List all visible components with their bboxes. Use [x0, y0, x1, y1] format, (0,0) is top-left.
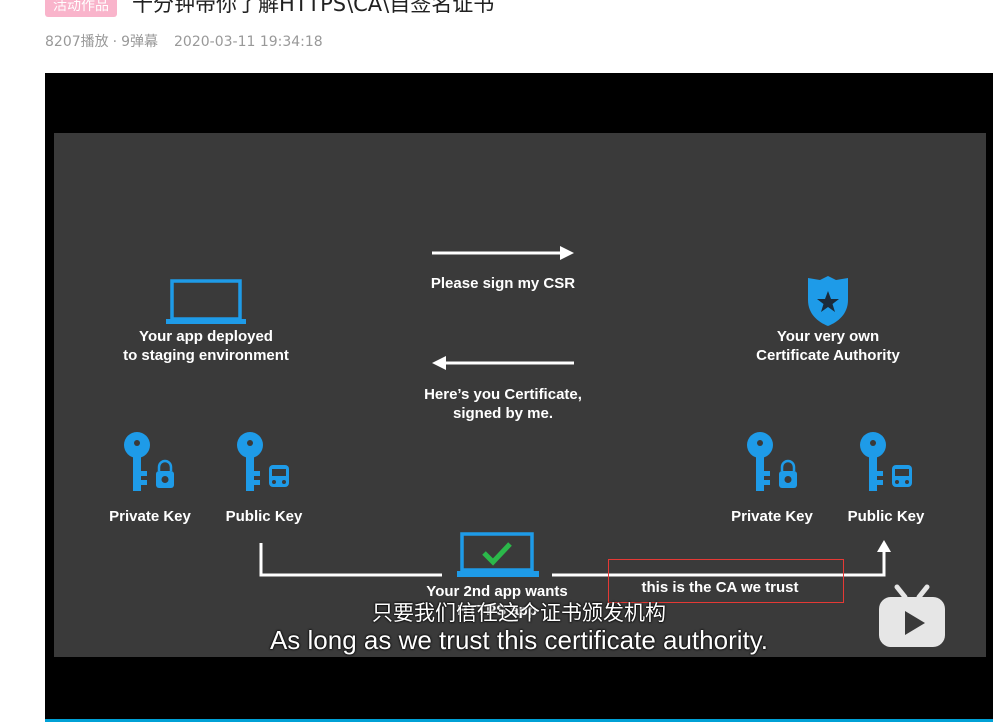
- private-key-icon: [747, 432, 797, 491]
- bilibili-tv-icon[interactable]: [877, 581, 947, 651]
- ca-label: Your very own Certificate Authority: [756, 328, 900, 364]
- laptop-icon: [166, 279, 246, 324]
- video-frame: Your app deployed to staging environment…: [54, 133, 986, 657]
- video-title: 十分钟带你了解HTTPS\CA\自签名证书: [132, 0, 495, 16]
- police-badge-icon: [808, 276, 848, 326]
- danmaku-count: 9弹幕: [121, 34, 159, 50]
- certificate-label: Here’s you Certificate, signed by me.: [424, 386, 582, 422]
- public-key-icon: [237, 432, 289, 491]
- trust-label: this is the CA we trust: [641, 579, 799, 596]
- private-key-icon: [124, 432, 174, 491]
- arrow-left-icon: [432, 356, 574, 370]
- subtitle-english: As long as we trust this certificate aut…: [269, 625, 769, 655]
- video-header: 活动作品 十分钟带你了解HTTPS\CA\自签名证书 8207播放·9弹幕 202…: [0, 0, 993, 70]
- right-public-key-label: Public Key: [847, 508, 925, 525]
- connector-lines: [259, 540, 891, 577]
- public-key-icon: [860, 432, 912, 491]
- subtitle-chinese: 只要我们信任这个证书颁发机构: [372, 601, 666, 625]
- right-private-key-label: Private Key: [731, 508, 813, 525]
- app-deployed-label: Your app deployed to staging environment: [123, 328, 289, 364]
- laptop-check-icon: [457, 532, 539, 577]
- meta-separator: ·: [112, 34, 118, 50]
- video-meta: 8207播放·9弹幕 2020-03-11 19:34:18: [45, 31, 323, 51]
- play-count: 8207播放: [45, 34, 109, 50]
- video-player[interactable]: Your app deployed to staging environment…: [45, 73, 993, 722]
- left-private-key-label: Private Key: [109, 508, 191, 525]
- publish-date: 2020-03-11 19:34:18: [174, 34, 323, 50]
- second-app-label: Your 2nd app wants HTTPS app: [426, 583, 568, 619]
- arrow-right-icon: [432, 246, 574, 260]
- annotation-box: [608, 559, 844, 603]
- progress-bar[interactable]: [45, 719, 993, 722]
- activity-badge[interactable]: 活动作品: [45, 0, 117, 17]
- csr-label: Please sign my CSR: [430, 275, 576, 292]
- left-public-key-label: Public Key: [225, 508, 303, 525]
